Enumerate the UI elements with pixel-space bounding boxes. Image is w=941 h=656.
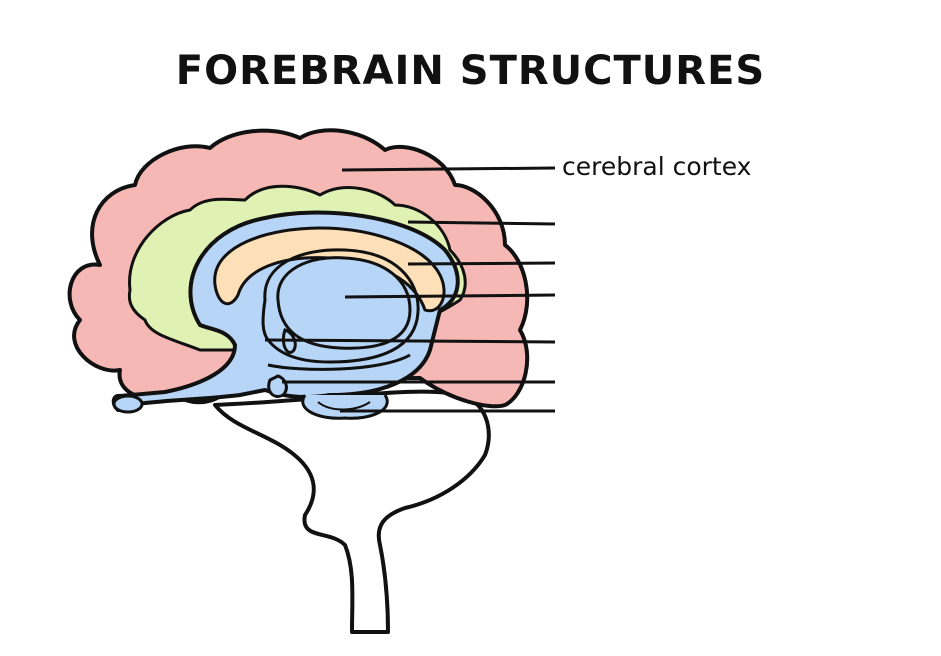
leader-line-2 (407, 220, 556, 226)
hypothalamus-outline (267, 353, 411, 371)
page-title: FOREBRAIN STRUCTURES (175, 48, 766, 94)
brainstem-cerebellum (213, 389, 491, 634)
corpus-callosum-region (213, 226, 446, 313)
leader-line-3 (407, 261, 556, 266)
leader-line-4 (344, 293, 556, 299)
leader-line-5 (264, 338, 556, 344)
pituitary-region (267, 374, 288, 398)
label-cerebral-cortex: cerebral cortex (562, 152, 752, 181)
leader-line-cerebral-cortex (341, 166, 556, 172)
thalamus-region (276, 256, 412, 350)
olfactory-bulb (112, 394, 144, 414)
cerebellum-folds (301, 394, 389, 420)
